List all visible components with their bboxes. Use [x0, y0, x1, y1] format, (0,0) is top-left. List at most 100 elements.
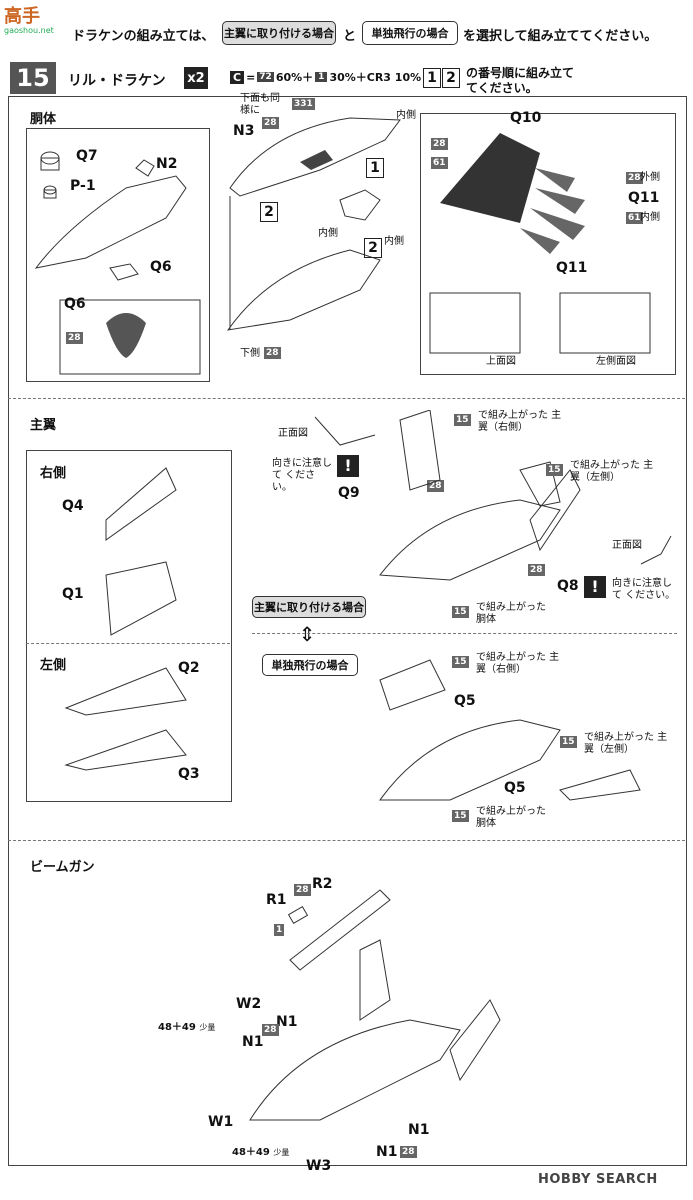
color-code-1: 1 — [315, 72, 328, 82]
part-n1-a: N1 — [276, 1014, 298, 1030]
part-w1: W1 — [208, 1114, 234, 1130]
part-n2: N2 — [156, 156, 178, 172]
part-q6-a: Q6 — [150, 259, 172, 275]
step15-note-2: で組み上がった 主翼（左側） — [570, 460, 654, 483]
choose-text: を選択して組み立ててください。 — [463, 29, 658, 44]
swap-arrows-icon: ⇕ — [298, 622, 316, 646]
part-n3: N3 — [233, 123, 255, 139]
mix-code-1-text: 48＋49 — [158, 1022, 196, 1033]
part-q4: Q4 — [62, 498, 84, 514]
step-name: リル・ドラケン — [68, 73, 166, 89]
logo-text: 高手 — [4, 6, 40, 27]
inner-label: 内側 — [640, 212, 660, 223]
step15-note-1: で組み上がった 主翼（右側） — [478, 410, 562, 433]
step-num-2-b: 2 — [364, 238, 382, 258]
step15-note-3: で組み上がった 胴体 — [476, 602, 546, 625]
mix-code-2-note: 少量 — [273, 1148, 290, 1157]
order-num-1: 1 — [423, 68, 441, 88]
caution-icon-2: ! — [584, 576, 606, 598]
front-view-icon-1 — [314, 416, 376, 446]
step15-note-6: で組み上がった 胴体 — [476, 806, 546, 829]
wing-detail-frame — [26, 450, 232, 802]
beam-section-title: ビームガン — [30, 860, 95, 875]
lower-label: 下側 — [240, 348, 260, 359]
part-w3: W3 — [306, 1158, 332, 1174]
part-q5-a: Q5 — [454, 693, 476, 709]
step-number-box: 15 — [10, 62, 56, 94]
color-formula: C = 72 60%＋ 1 30%＋CR3 10% — [230, 69, 421, 85]
paint-code-28-q8: 28 — [528, 564, 545, 576]
option-divider — [252, 633, 677, 634]
paint-code-28-q6: 28 — [66, 332, 83, 344]
mount-option-pill-2: 主翼に取り付ける場合 — [252, 596, 366, 618]
fuselage-diagram — [226, 117, 401, 331]
outer-label: 外側 — [640, 172, 660, 183]
inner-c3-label: 内側 — [384, 236, 404, 247]
step15-tag-5: 15 — [560, 736, 577, 748]
divider-2 — [8, 840, 685, 841]
paint-code-61-q10: 61 — [431, 157, 448, 169]
color-eq: = — [246, 70, 256, 84]
mix-code-2: 48＋49 少量 — [232, 1143, 289, 1158]
solo-assembly-diagram — [379, 659, 641, 801]
left-wing-title: 左側 — [40, 658, 67, 673]
caution-icon-1: ! — [337, 455, 359, 477]
step-count: x2 — [184, 67, 208, 89]
paint-code-28-q10: 28 — [431, 138, 448, 150]
body-part-diagram — [34, 151, 201, 375]
color-code-72: 72 — [257, 72, 274, 82]
wing-section-title: 主翼 — [30, 418, 57, 433]
paint-code-28-lower: 28 — [264, 347, 281, 359]
part-q1: Q1 — [62, 586, 84, 602]
paint-code-28-n1: 28 — [262, 1024, 279, 1036]
orientation-note-1: 向きに注意して ください。 — [272, 458, 332, 493]
intro-text: ドラケンの組み立ては、 — [72, 29, 215, 44]
part-q3: Q3 — [178, 766, 200, 782]
part-q2: Q2 — [178, 660, 200, 676]
paint-code-331: 331 — [292, 98, 315, 110]
body-detail-frame — [26, 128, 210, 382]
paint-code-1-r1: 1 — [274, 924, 285, 936]
part-n1-b: N1 — [242, 1034, 264, 1050]
solo-option-pill: 単独飛行の場合 — [362, 21, 458, 45]
step15-note-4: で組み上がった 主翼（右側） — [476, 652, 560, 675]
part-q7: Q7 — [76, 148, 98, 164]
part-n1-c: N1 — [408, 1122, 430, 1138]
paint-code-28-outer: 28 — [626, 172, 643, 184]
mounted-assembly-diagram — [379, 410, 581, 581]
part-q8: Q8 — [557, 578, 579, 594]
brand-watermark: HOBBY SEARCH — [538, 1172, 658, 1187]
step15-tag-2: 15 — [546, 464, 563, 476]
solo-option-pill-2: 単独飛行の場合 — [262, 654, 358, 676]
color-code-c: C — [230, 70, 245, 84]
part-r1: R1 — [266, 892, 287, 908]
step-number: 15 — [16, 64, 50, 92]
part-q6-b: Q6 — [64, 296, 86, 312]
part-n1-d: N1 — [376, 1144, 398, 1160]
part-q11-a: Q11 — [628, 190, 660, 206]
color-pct-2: 30%＋CR3 10% — [329, 71, 422, 84]
mount-option-pill: 主翼に取り付ける場合 — [222, 21, 336, 45]
inner-c2-label: 内側 — [318, 228, 338, 239]
part-w2: W2 — [236, 996, 262, 1012]
lower-same-note: 下面も同様に — [240, 93, 280, 116]
left-side-view-label: 左側面図 — [596, 356, 636, 367]
orientation-note-2: 向きに注意して ください。 — [612, 578, 676, 601]
front-view-icon-2 — [640, 535, 672, 565]
mix-code-1-note: 少量 — [199, 1023, 216, 1032]
part-q10: Q10 — [510, 110, 542, 126]
paint-code-28-r1: 28 — [294, 884, 311, 896]
beam-gun-diagram — [249, 889, 501, 1121]
front-view-label-1: 正面図 — [278, 428, 308, 439]
wing-inner-divider — [26, 643, 230, 644]
step15-tag-4: 15 — [452, 656, 469, 668]
logo: 高手 gaoshou.net — [4, 2, 66, 38]
order-num-2: 2 — [442, 68, 460, 88]
paint-code-61-inner: 61 — [626, 212, 643, 224]
thruster-diagram — [429, 133, 651, 354]
paint-code-28-n1-b: 28 — [400, 1146, 417, 1158]
step15-note-5: で組み上がった 主翼（左側） — [584, 732, 668, 755]
part-p1: P-1 — [70, 178, 96, 194]
color-pct-1: 60%＋ — [275, 71, 314, 84]
step-num-2-a: 2 — [260, 202, 278, 222]
